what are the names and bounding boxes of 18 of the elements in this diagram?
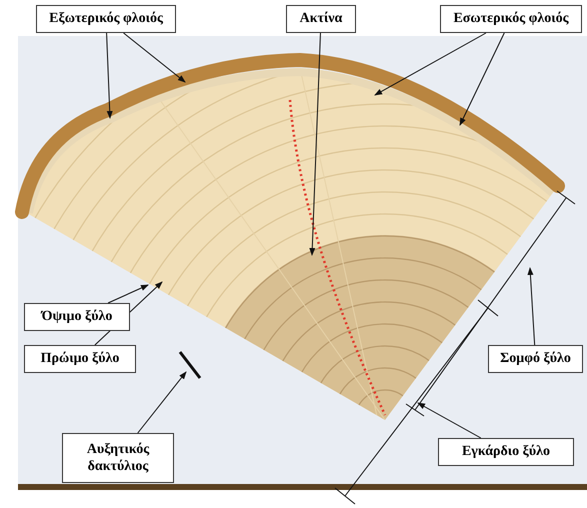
leader-line bbox=[374, 32, 486, 96]
label-box: Σομφό ξύλο bbox=[488, 345, 583, 373]
leader-line bbox=[94, 281, 163, 346]
label-box: Εξωτερικός φλοιός bbox=[36, 5, 176, 33]
leader-line bbox=[137, 371, 187, 434]
label-box: Ακτίνα bbox=[286, 5, 356, 33]
label-box: Αυξητικός δακτύλιος bbox=[62, 433, 174, 483]
leader-line bbox=[309, 32, 321, 256]
leader-line bbox=[417, 402, 482, 438]
leader-line bbox=[460, 32, 505, 126]
label-box: Πρώιμο ξύλο bbox=[24, 345, 136, 373]
leader-line bbox=[123, 32, 186, 83]
label-box: Όψιμο ξύλο bbox=[24, 303, 130, 331]
leader-line bbox=[527, 267, 536, 346]
leader-line bbox=[108, 284, 149, 304]
leader-line bbox=[106, 32, 113, 119]
label-box: Εσωτερικός φλοιός bbox=[440, 5, 582, 33]
label-box: Εγκάρδιο ξύλο bbox=[438, 438, 574, 466]
